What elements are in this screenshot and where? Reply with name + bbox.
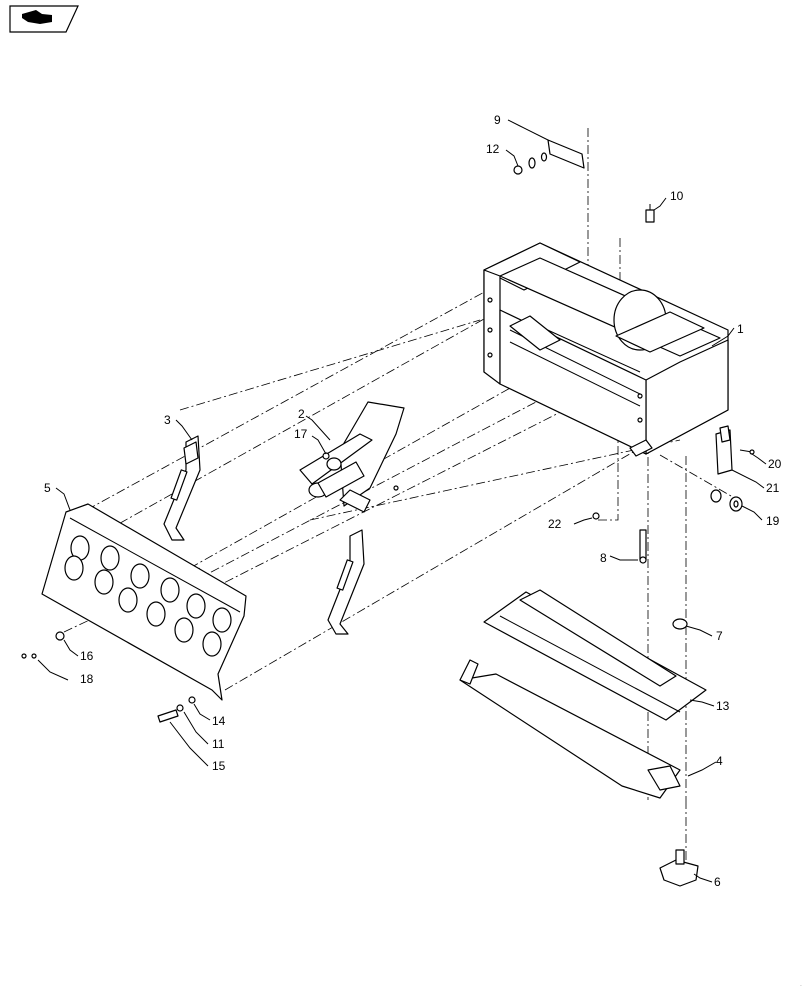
- stud-part-22: [592, 512, 600, 520]
- bracket-part-3: [163, 435, 201, 541]
- callout-12: 12: [486, 142, 500, 156]
- corner-mark: `: [800, 986, 802, 992]
- callout-7: 7: [716, 629, 723, 643]
- callout-3: 3: [164, 413, 171, 427]
- callout-10: 10: [670, 189, 684, 203]
- tray-part-13: [483, 589, 707, 721]
- callout-11: 11: [212, 737, 225, 751]
- callout-labels: 1 2 3 4 5 6 7 8 9 10 11 12 13 14 15 16 1…: [44, 113, 782, 889]
- callout-19: 19: [766, 514, 780, 528]
- screw-part-20: [739, 449, 755, 455]
- plate-part-5: [41, 503, 247, 701]
- clip-part-7: [672, 618, 688, 630]
- knob-part-6: [659, 849, 699, 887]
- pin-part-8: [639, 529, 647, 564]
- callout-17: 17: [294, 427, 308, 441]
- bolt-part-10: [645, 204, 655, 223]
- nut-part-12: [513, 152, 548, 175]
- latch-part-21: [715, 425, 733, 475]
- callout-18: 18: [80, 672, 94, 686]
- fasteners-lower-left: [21, 631, 196, 723]
- callout-15: 15: [212, 759, 226, 773]
- cover-part-4: [459, 659, 681, 799]
- callout-9: 9: [494, 113, 501, 127]
- callout-14: 14: [212, 714, 226, 728]
- callout-20: 20: [768, 457, 782, 471]
- callout-16: 16: [80, 649, 94, 663]
- callout-5: 5: [44, 481, 51, 495]
- callout-13: 13: [716, 699, 730, 713]
- callout-22: 22: [548, 517, 562, 531]
- impeller-part-2: [299, 401, 405, 513]
- assembly-centerlines: [63, 128, 739, 860]
- callout-leaders: [37, 119, 767, 883]
- bracket-right: [327, 529, 365, 635]
- callout-8: 8: [600, 551, 607, 565]
- washer-part-19: [710, 489, 743, 512]
- plate-part-9: [547, 139, 585, 169]
- callout-21: 21: [766, 481, 780, 495]
- callout-6: 6: [714, 875, 721, 889]
- housing-part-1: [483, 242, 729, 457]
- callout-4: 4: [716, 754, 723, 768]
- callout-1: 1: [737, 322, 744, 336]
- page-navigation-icon[interactable]: [9, 5, 79, 33]
- callout-2: 2: [298, 407, 305, 421]
